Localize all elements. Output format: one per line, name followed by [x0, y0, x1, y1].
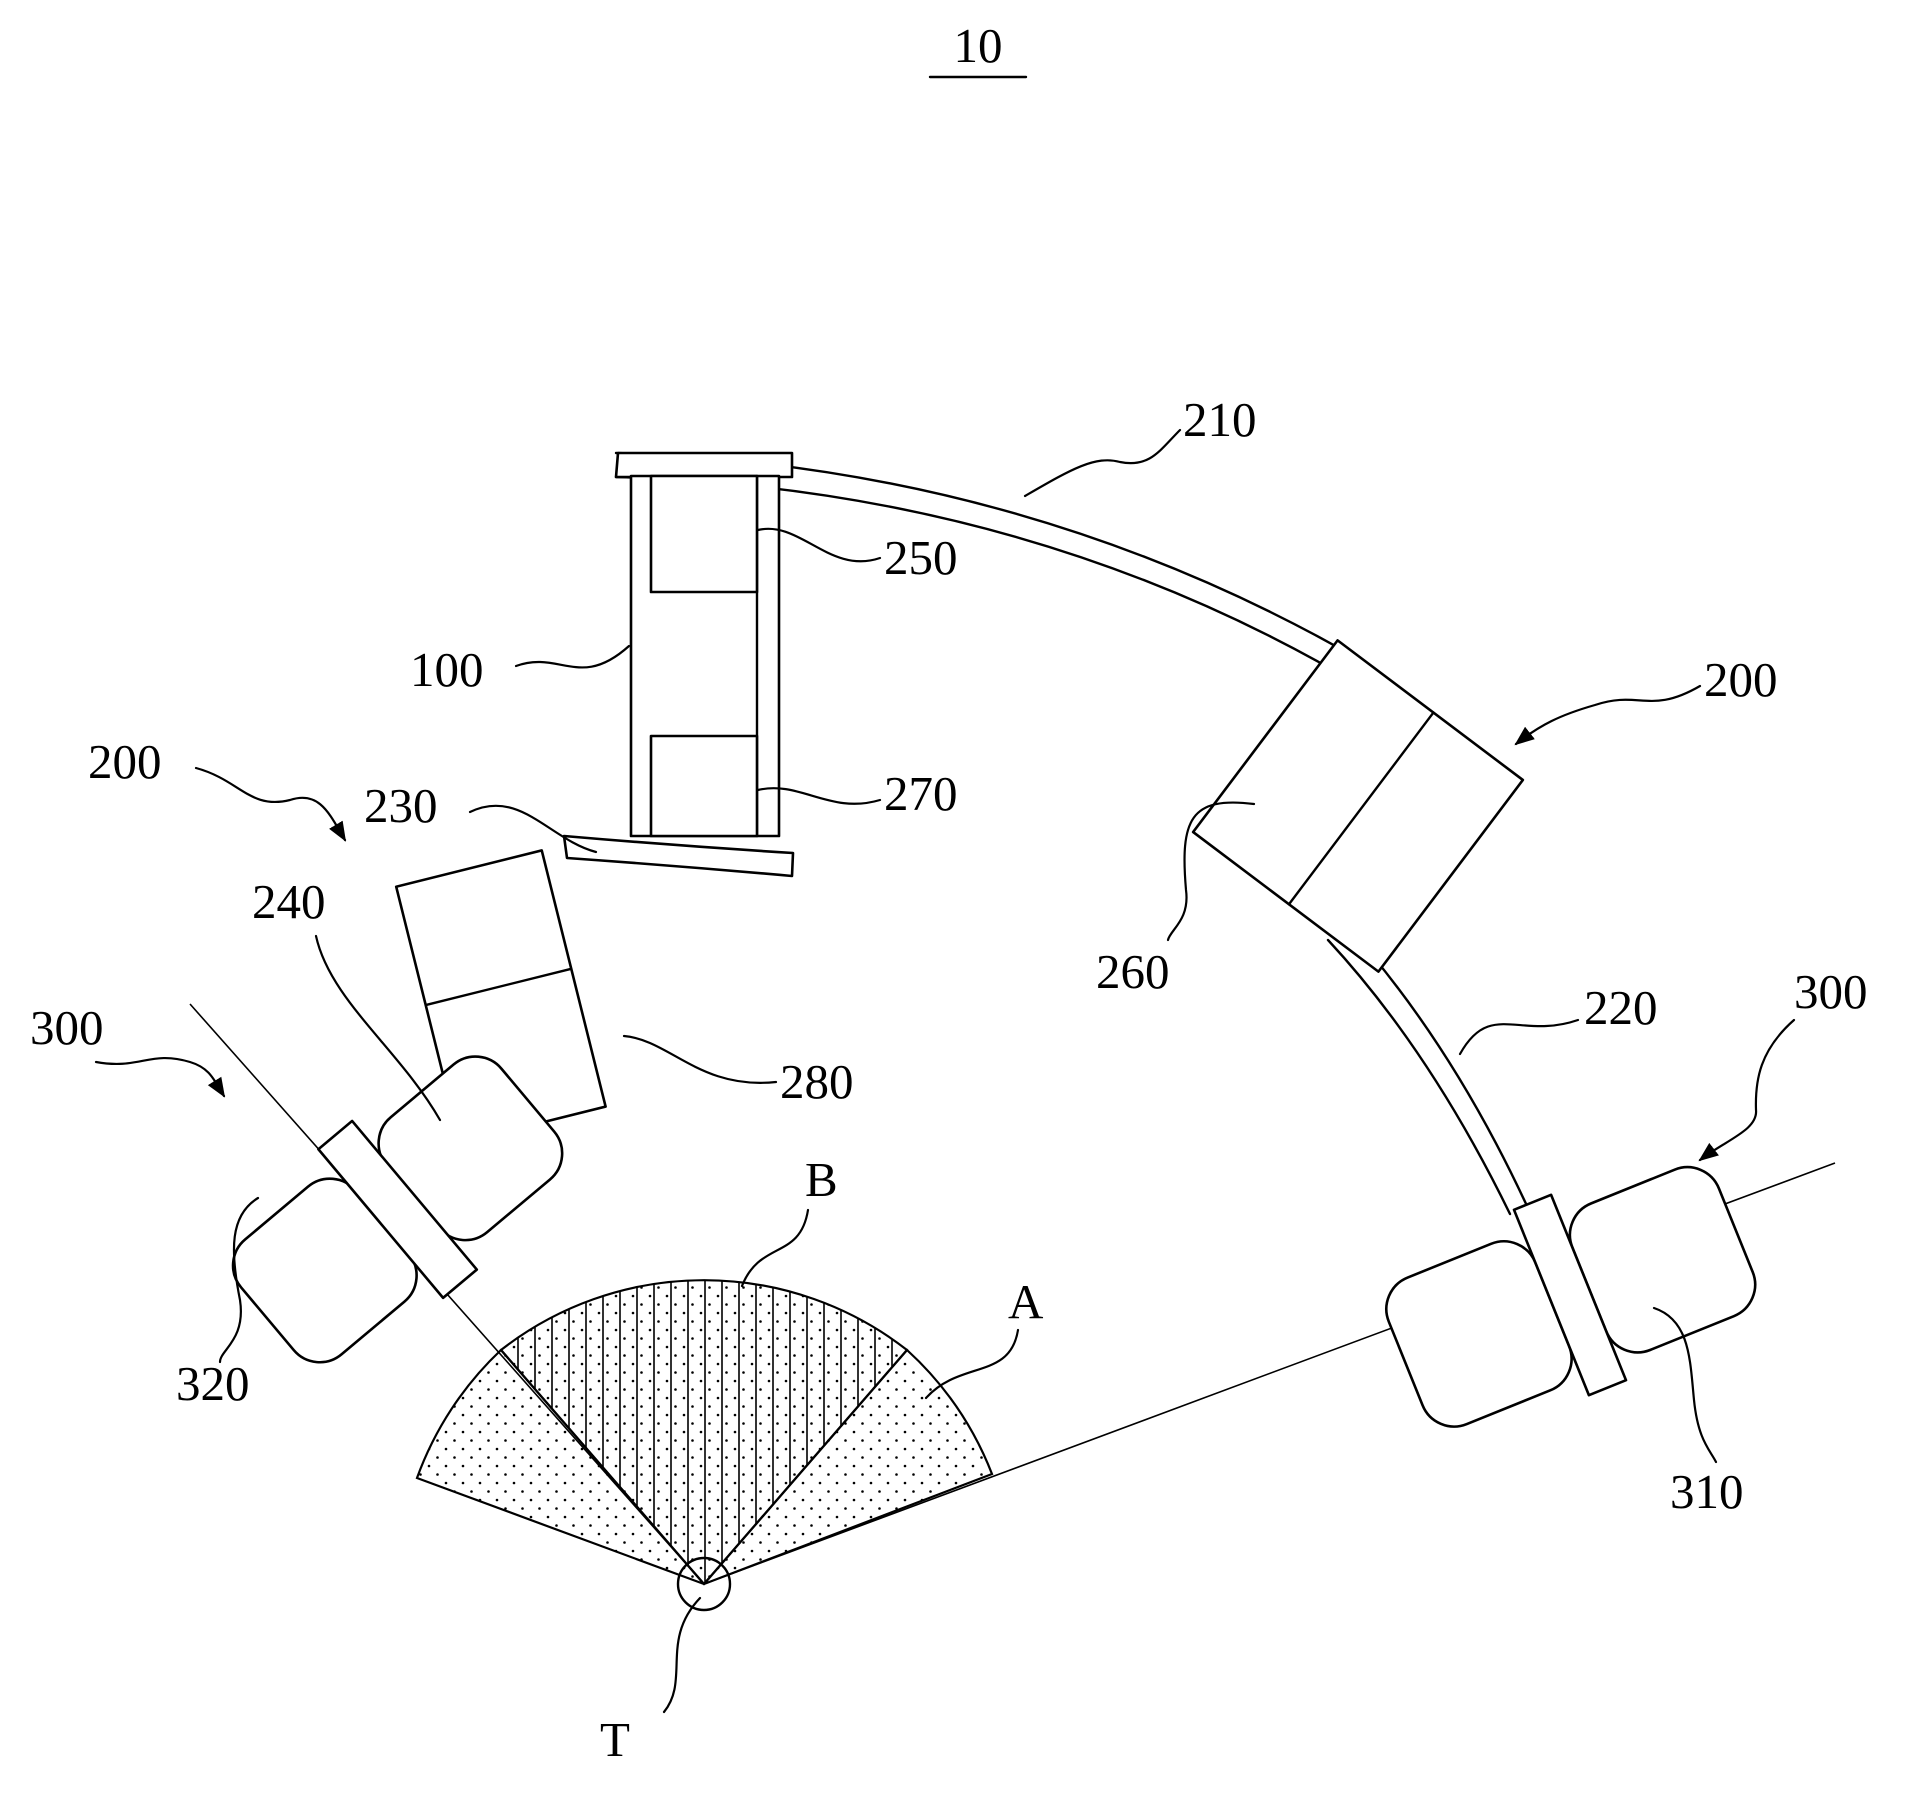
- label-300-right: 300: [1794, 964, 1868, 1019]
- arrow-200-right: [1516, 686, 1700, 744]
- leader-220: [1460, 1020, 1578, 1054]
- label-300-left: 300: [30, 1000, 104, 1055]
- label-210: 210: [1183, 392, 1257, 447]
- arrow-300-right: [1700, 1020, 1794, 1160]
- track-230: [564, 836, 793, 876]
- label-270: 270: [884, 766, 958, 821]
- label-280: 280: [780, 1054, 854, 1109]
- leader-t: [664, 1598, 700, 1712]
- label-320: 320: [176, 1356, 250, 1411]
- label-260: 260: [1096, 944, 1170, 999]
- label-230: 230: [364, 778, 438, 833]
- arrow-300-left: [96, 1058, 224, 1096]
- label-200-right: 200: [1704, 652, 1778, 707]
- label-t: T: [600, 1712, 630, 1767]
- figure-number: 10: [954, 18, 1003, 73]
- detector-310: [1368, 1136, 1773, 1455]
- block-270: [651, 736, 757, 836]
- leader-100: [516, 646, 629, 667]
- label-200-left: 200: [88, 734, 162, 789]
- leader-b: [742, 1210, 808, 1286]
- leader-210: [1025, 430, 1180, 496]
- arrow-200-left: [196, 768, 345, 840]
- label-b: B: [805, 1152, 838, 1207]
- radiation-field: [417, 1280, 992, 1584]
- leader-280: [624, 1036, 776, 1083]
- block-250: [651, 476, 757, 592]
- label-250: 250: [884, 530, 958, 585]
- label-240: 240: [252, 874, 326, 929]
- label-220: 220: [1584, 980, 1658, 1035]
- bracket-100: [616, 453, 792, 836]
- right-body-260: [1193, 640, 1523, 971]
- label-310: 310: [1670, 1464, 1744, 1519]
- label-a: A: [1008, 1274, 1044, 1329]
- track-220: [1328, 924, 1527, 1214]
- label-100: 100: [410, 642, 484, 697]
- leader-230: [470, 806, 596, 852]
- target-circle: [678, 1558, 730, 1610]
